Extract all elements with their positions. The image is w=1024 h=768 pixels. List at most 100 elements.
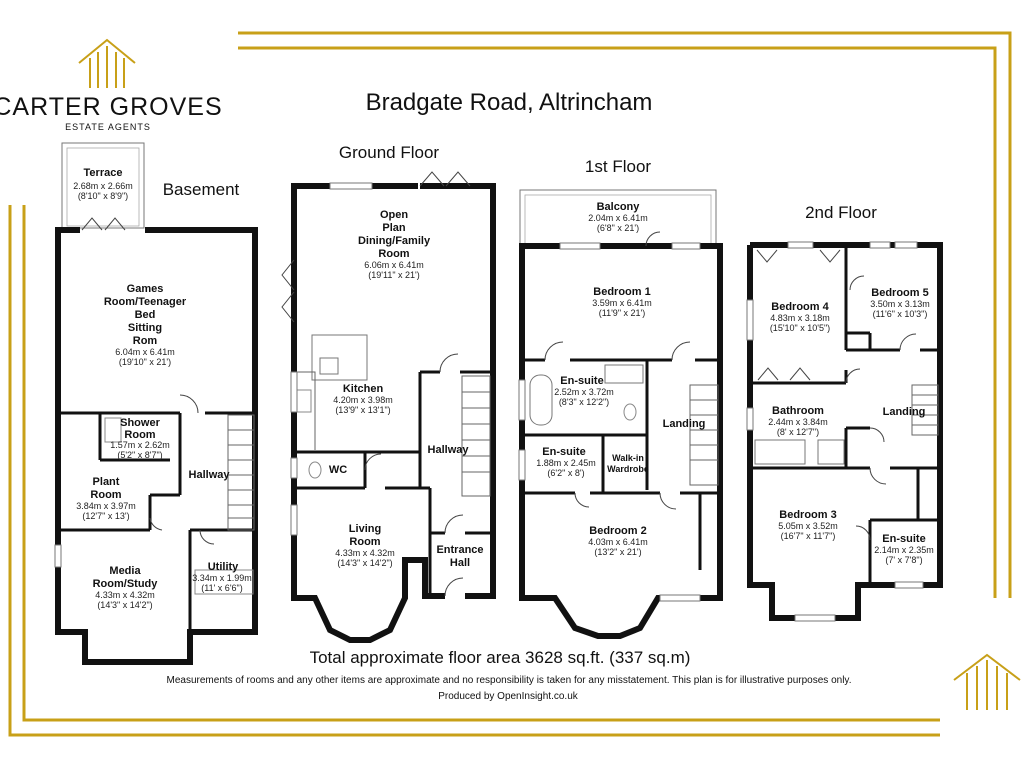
room-name: Games [127, 283, 164, 295]
room-name: Entrance [436, 544, 483, 556]
room-size-imperial: (11' x 6'6") [201, 583, 242, 593]
room-size-metric: 6.06m x 6.41m [364, 260, 424, 270]
room-size-metric: 1.57m x 2.62m [110, 440, 170, 450]
disclaimer: Measurements of rooms and any other item… [167, 675, 852, 686]
basement-plan [54, 142, 258, 665]
room-size-imperial: (15'10" x 10'5") [770, 323, 830, 333]
second-floor-labels: Bedroom 4 4.83m x 3.18m (15'10" x 10'5")… [768, 287, 934, 565]
room-size-imperial: (8' x 12'7") [777, 427, 819, 437]
room-name: Room [124, 429, 155, 441]
room-name: WC [329, 464, 347, 476]
room-size-imperial: (11'9" x 21') [599, 308, 646, 318]
floor-label-ground: Ground Floor [339, 143, 439, 162]
room-name: En-suite [560, 375, 603, 387]
room-size-imperial: (11'6" x 10'3") [873, 309, 928, 319]
property-title: Bradgate Road, Altrincham [366, 89, 653, 116]
room-name: Room [378, 248, 409, 260]
floor-label-basement: Basement [163, 180, 240, 199]
room-size-imperial: (8'3" x 12'2") [559, 397, 609, 407]
room-name: Room/Teenager [104, 296, 187, 308]
room-name: Bathroom [772, 405, 824, 417]
room-size-imperial: (19'10" x 21') [119, 357, 171, 367]
room-size-metric: 4.83m x 3.18m [770, 313, 830, 323]
room-name: Terrace [84, 167, 123, 179]
room-name: Bedroom 3 [779, 509, 836, 521]
room-name: Open [380, 209, 408, 221]
brand-name: CARTER GROVES [0, 93, 223, 121]
room-name: Shower [120, 417, 160, 429]
room-name: Hallway [428, 444, 470, 456]
room-name: Landing [883, 406, 926, 418]
ground-floor-labels: Open Plan Dining/Family Room 6.06m x 6.4… [329, 209, 484, 569]
room-name: Room [90, 489, 121, 501]
room-size-metric: 4.03m x 6.41m [588, 537, 648, 547]
floor-label-first: 1st Floor [585, 157, 651, 176]
room-size-metric: 2.44m x 3.84m [768, 417, 828, 427]
room-size-metric: 3.84m x 3.97m [76, 501, 136, 511]
room-name: Room/Study [93, 578, 159, 590]
room-name: Plant [93, 476, 120, 488]
room-size-imperial: (13'9" x 13'1") [335, 405, 390, 415]
room-name: Dining/Family [358, 235, 431, 247]
floor-label-second: 2nd Floor [805, 203, 877, 222]
room-name: Bedroom 4 [771, 301, 829, 313]
room-size-imperial: (6'2" x 8') [547, 468, 584, 478]
room-name: Wardrobe [607, 464, 649, 474]
room-name: Room [349, 536, 380, 548]
house-logo-icon-small [953, 653, 1021, 710]
room-size-metric: 2.52m x 3.72m [554, 387, 614, 397]
first-floor-labels: Balcony 2.04m x 6.41m (6'8" x 21') Bedro… [536, 201, 705, 557]
room-size-metric: 6.04m x 6.41m [115, 347, 175, 357]
room-size-metric: 2.04m x 6.41m [588, 213, 648, 223]
produced-by: Produced by OpenInsight.co.uk [438, 691, 579, 702]
room-size-metric: 3.34m x 1.99m [192, 573, 252, 583]
room-name: Kitchen [343, 383, 384, 395]
decorative-frame [8, 31, 1012, 737]
first-floor-plan [518, 189, 723, 639]
room-size-imperial: (19'11" x 21') [368, 270, 420, 280]
room-name: Bedroom 5 [871, 287, 928, 299]
room-size-metric: 4.20m x 3.98m [333, 395, 393, 405]
room-size-imperial: (7' x 7'8") [885, 555, 922, 565]
room-size-imperial: (12'7" x 13') [82, 511, 129, 521]
room-name: Bedroom 2 [589, 525, 646, 537]
room-size-metric: 3.59m x 6.41m [592, 298, 652, 308]
room-name: Bed [135, 309, 156, 321]
carter-groves-logo: CARTER GROVES ESTATE AGENTS [0, 38, 223, 132]
room-name: Hallway [189, 469, 231, 481]
room-name: En-suite [882, 533, 925, 545]
room-name: Walk-in [612, 453, 644, 463]
room-name: Plan [382, 222, 406, 234]
room-name: Rom [133, 335, 158, 347]
brand-tagline: ESTATE AGENTS [65, 122, 151, 132]
room-size-metric: 4.33m x 4.32m [335, 548, 395, 558]
room-size-metric: 3.50m x 3.13m [870, 299, 930, 309]
room-size-imperial: (14'3" x 14'2") [337, 558, 392, 568]
room-size-metric: 4.33m x 4.32m [95, 590, 155, 600]
room-name: Media [109, 565, 141, 577]
total-floor-area: Total approximate floor area 3628 sq.ft.… [310, 648, 691, 667]
second-floor-plan [746, 241, 943, 622]
room-name: Balcony [597, 201, 641, 213]
basement-labels: Terrace 2.68m x 2.66m (8'10" x 8'9") Gam… [73, 167, 252, 610]
room-size-metric: 1.88m x 2.45m [536, 458, 596, 468]
room-name: Landing [663, 418, 706, 430]
room-size-imperial: (14'3" x 14'2") [97, 600, 152, 610]
ground-floor-plan [281, 171, 496, 643]
room-name: Living [349, 523, 381, 535]
room-size-imperial: (5'2" x 8'7") [117, 450, 162, 460]
room-size-metric: 2.14m x 2.35m [874, 545, 934, 555]
house-logo-icon [78, 38, 136, 88]
room-size-metric: 2.68m x 2.66m [73, 181, 133, 191]
room-name: Sitting [128, 322, 162, 334]
room-name: Hall [450, 557, 470, 569]
room-name: En-suite [542, 446, 585, 458]
room-size-metric: 5.05m x 3.52m [778, 521, 838, 531]
room-size-imperial: (8'10" x 8'9") [78, 191, 128, 201]
room-size-imperial: (13'2" x 21') [594, 547, 641, 557]
room-size-imperial: (6'8" x 21') [597, 223, 639, 233]
room-name: Utility [208, 561, 239, 573]
room-size-imperial: (16'7" x 11'7") [781, 531, 836, 541]
room-name: Bedroom 1 [593, 286, 650, 298]
